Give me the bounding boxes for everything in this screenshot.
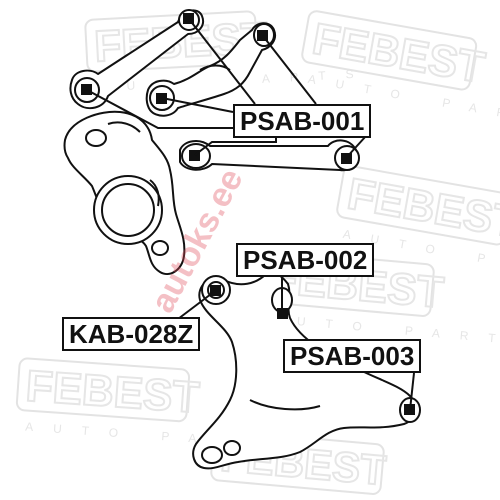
watermark-brand: FEBEST — [24, 362, 201, 423]
bushing-marker — [156, 93, 167, 104]
leader-line — [194, 136, 277, 156]
part-label-kab-028z: KAB-028Z — [62, 317, 201, 351]
bushing-marker — [341, 153, 352, 164]
bushing-marker — [277, 308, 288, 319]
bushing-marker — [183, 13, 194, 24]
leader-line — [188, 18, 256, 105]
bushing-marker — [210, 285, 221, 296]
part-label-psab-002: PSAB-002 — [236, 243, 375, 277]
leader-lines — [86, 18, 415, 411]
leader-line — [161, 97, 234, 113]
leader-line — [177, 290, 216, 320]
wheel-knuckle — [63, 110, 186, 275]
leader-line — [345, 135, 367, 159]
part-label-psab-003: PSAB-003 — [283, 339, 422, 373]
part-label-psab-001: PSAB-001 — [233, 104, 372, 138]
watermark-tile: FEBEST AUTO PARTS — [15, 357, 300, 453]
bushing-marker — [189, 150, 200, 161]
leader-line — [262, 35, 317, 105]
bushing-marker — [81, 84, 92, 95]
leader-line — [409, 372, 415, 411]
leader-line — [86, 89, 233, 129]
bushing-marker — [257, 30, 268, 41]
